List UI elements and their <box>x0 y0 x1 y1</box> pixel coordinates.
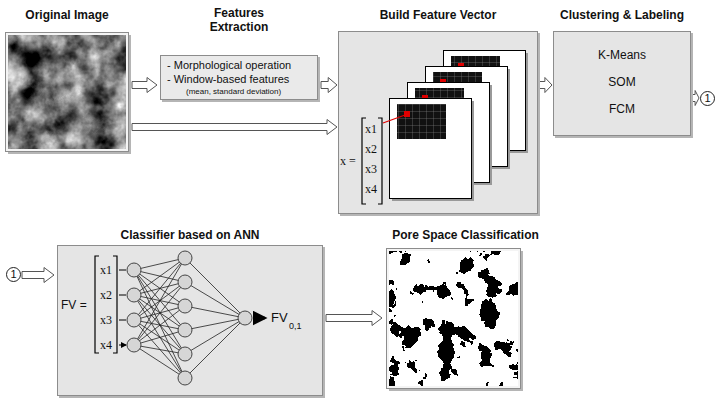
note-text: (mean, standard deviation) <box>186 87 316 97</box>
vector-symbol: x = <box>340 154 356 168</box>
vector-symbol: FV = <box>61 298 87 312</box>
flow-arrow <box>132 78 157 93</box>
binary-pore-texture <box>389 251 518 386</box>
output-subscript: 0,1 <box>289 319 302 333</box>
flow-arrow <box>132 120 337 135</box>
feature-card <box>390 99 475 202</box>
method-name: SOM <box>553 75 691 89</box>
vector-element: x3 <box>99 313 113 327</box>
process-box: Clustering & LabelingK-MeansSOM FCM <box>553 4 691 136</box>
flow-arrow <box>22 268 54 283</box>
image-title: Original Image <box>3 8 131 22</box>
vector-element: x1 <box>364 122 378 136</box>
image-node: Original Image <box>3 4 131 156</box>
micrograph-image <box>3 4 131 156</box>
pixel-pointer <box>383 115 405 123</box>
process-box: Features Extraction - Morphological opera… <box>158 6 320 102</box>
neurons <box>127 251 252 385</box>
box-title: Clustering & Labeling <box>553 8 691 22</box>
vector-element: x4 <box>364 182 378 196</box>
frame-shadow <box>389 251 523 391</box>
flow-arrow <box>539 78 552 93</box>
callout-number: 1 <box>701 92 714 105</box>
box-title: Features Extraction <box>198 6 280 35</box>
pore-map <box>383 226 548 394</box>
vector-element: x2 <box>364 142 378 156</box>
vector-bracket <box>95 256 117 353</box>
vector-element: x3 <box>364 162 378 176</box>
bullet-item: - Morphological operation <box>167 59 316 72</box>
input-arrows <box>119 270 126 345</box>
vector-element: x1 <box>99 263 113 277</box>
connector-circle: 1 <box>6 267 21 282</box>
vector-element: x2 <box>99 288 113 302</box>
result-node: Pore Space Classification <box>383 226 548 394</box>
flow-arrow <box>692 91 699 106</box>
bullet-item: - Window-based features <box>167 73 316 86</box>
panel-title: Build Feature Vector <box>338 8 538 22</box>
image-title: Pore Space Classification <box>383 228 548 242</box>
network-weights <box>134 258 245 378</box>
output-arrow <box>253 317 265 320</box>
vector-bracket <box>362 118 382 204</box>
vector-element: x4 <box>99 338 113 352</box>
frame-shadow <box>8 35 131 154</box>
flow-arrow <box>321 78 337 93</box>
method-name: K-Means <box>553 48 691 62</box>
panel-title: Classifier based on ANN <box>55 228 325 242</box>
output-symbol: FV <box>271 311 288 325</box>
connector-circle: 1 <box>700 91 715 106</box>
grayscale-texture <box>8 35 126 149</box>
image-frame <box>387 249 521 389</box>
image-frame <box>6 33 129 152</box>
flow-arrow <box>326 311 382 326</box>
callout-number: 1 <box>7 268 20 281</box>
method-name: FCM <box>553 102 691 116</box>
